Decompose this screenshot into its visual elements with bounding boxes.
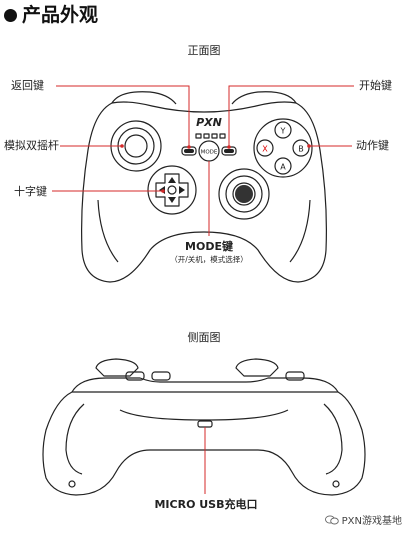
dpad-cross <box>155 173 189 207</box>
mode-button-text: MODE <box>201 150 218 156</box>
wechat-icon <box>324 514 339 524</box>
bullet-dot-icon <box>4 9 17 22</box>
led-3 <box>211 133 218 139</box>
side-back-button <box>151 371 171 381</box>
face-button-ring <box>253 118 313 178</box>
right-bumper <box>231 91 297 105</box>
dpad-down-arrow-icon <box>168 197 176 203</box>
usb-port <box>197 420 213 428</box>
right-stick-grip-icon <box>235 185 253 203</box>
front-view-caption: 正面图 <box>187 44 221 57</box>
label-analog-sticks: 模拟双摇杆 <box>4 139 59 152</box>
left-stick-cap <box>124 134 148 158</box>
right-stick-outer <box>218 168 270 220</box>
side-screw-left <box>68 480 76 488</box>
led-4 <box>219 133 226 139</box>
grip-contour <box>97 199 311 263</box>
side-left-stick <box>95 358 139 377</box>
led-2 <box>203 133 210 139</box>
dpad-ring <box>147 165 197 215</box>
button-x <box>256 139 274 157</box>
right-stick-cap <box>232 182 256 206</box>
section-title: 产品外观 <box>22 4 99 26</box>
back-button-fill <box>184 149 194 153</box>
label-action-buttons: 动作键 <box>356 139 389 152</box>
button-y <box>274 121 292 139</box>
dpad-right-arrow-icon <box>179 186 185 194</box>
label-mode-button: MODE键 <box>185 240 233 253</box>
section-heading: 产品外观 <box>4 6 98 25</box>
start-button-fill <box>224 149 234 153</box>
side-screw-right <box>332 480 340 488</box>
label-mode-note: （开/关机，模式选择） <box>170 255 248 264</box>
side-mode-button <box>125 371 145 381</box>
right-stick-ring <box>225 175 263 213</box>
side-top-edge <box>71 377 339 393</box>
left-bumper <box>111 91 177 105</box>
button-y-letter: Y <box>280 127 286 136</box>
side-body <box>42 391 366 496</box>
side-right-stick <box>235 358 279 377</box>
button-b <box>292 139 310 157</box>
button-x-letter: X <box>262 145 268 154</box>
start-leader-line <box>228 85 354 147</box>
back-leader-line <box>56 85 190 147</box>
button-a-letter: A <box>280 163 286 172</box>
button-a <box>274 157 292 175</box>
pxn-logo: PXN <box>196 116 222 129</box>
side-center-contour <box>119 409 289 421</box>
label-micro-usb-port: MICRO USB充电口 <box>154 498 258 511</box>
led-1 <box>195 133 202 139</box>
side-grip-contour <box>65 403 343 475</box>
side-view-caption: 侧面图 <box>187 331 221 344</box>
label-dpad: 十字键 <box>14 185 47 198</box>
dpad-center <box>167 185 177 195</box>
watermark-text: PXN游戏基地 <box>341 516 402 527</box>
watermark: PXN游戏基地 <box>324 512 402 527</box>
label-start-button: 开始键 <box>359 79 392 92</box>
dpad-up-arrow-icon <box>168 177 176 183</box>
button-b-letter: B <box>298 145 304 154</box>
side-start-button <box>285 371 305 381</box>
front-body <box>81 101 327 283</box>
label-back-button: 返回键 <box>11 79 44 92</box>
